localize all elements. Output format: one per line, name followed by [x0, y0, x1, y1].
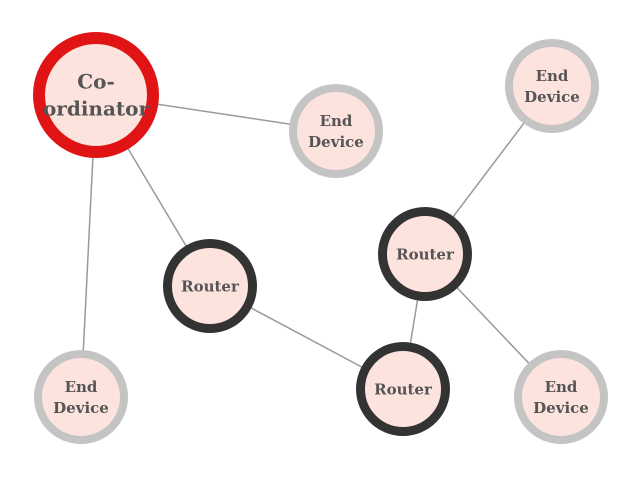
- node-circle-coordinator: [33, 32, 159, 158]
- node-circle-router-right: [378, 207, 472, 301]
- node-label-line-end-device-bottom-right-1: Device: [533, 399, 589, 417]
- node-label-line-end-device-bottom-right-0: End: [545, 378, 578, 396]
- node-router-left: Router: [163, 239, 257, 333]
- node-label-line-end-device-top-center-0: End: [320, 112, 353, 130]
- node-circle-router-bottom: [356, 342, 450, 436]
- node-label-router-right: Router: [396, 245, 455, 263]
- node-circle-end-device-top-right: [505, 39, 599, 133]
- node-label-line-end-device-top-center-1: Device: [308, 133, 364, 151]
- node-label-line-end-device-bottom-left-1: Device: [53, 399, 109, 417]
- node-circle-end-device-bottom-left: [34, 350, 128, 444]
- node-label-line-router-bottom-0: Router: [374, 380, 433, 398]
- node-router-right: Router: [378, 207, 472, 301]
- node-label-line-coordinator-1: ordinator: [43, 97, 150, 121]
- node-label-line-end-device-top-right-0: End: [536, 67, 569, 85]
- node-coordinator: Co-ordinator: [33, 32, 159, 158]
- node-circle-end-device-bottom-right: [514, 350, 608, 444]
- node-circle-router-left: [163, 239, 257, 333]
- node-label-router-bottom: Router: [374, 380, 433, 398]
- node-label-line-router-left-0: Router: [181, 277, 240, 295]
- node-label-router-left: Router: [181, 277, 240, 295]
- node-label-line-router-right-0: Router: [396, 245, 455, 263]
- node-label-line-end-device-top-right-1: Device: [524, 88, 580, 106]
- node-router-bottom: Router: [356, 342, 450, 436]
- node-label-coordinator: Co-ordinator: [43, 70, 150, 121]
- node-label-line-end-device-bottom-left-0: End: [65, 378, 98, 396]
- node-label-line-coordinator-0: Co-: [77, 70, 115, 94]
- node-circle-end-device-top-center: [289, 84, 383, 178]
